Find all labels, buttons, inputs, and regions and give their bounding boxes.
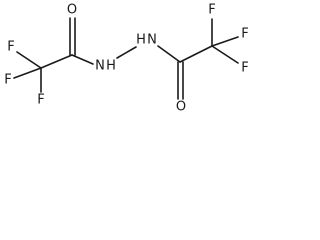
bond-c-c-right: [179, 45, 213, 63]
bond-cf-right-middle: [211, 36, 239, 47]
bond-c-c-left: [40, 54, 73, 69]
bond-cf-right-bottom: [211, 45, 239, 64]
bonds: [13, 17, 239, 100]
atom-n-left: N: [95, 59, 105, 74]
atom-f-left-middle: F: [4, 73, 11, 88]
bond-n-n: [116, 46, 137, 59]
atom-o-right: O: [176, 100, 186, 115]
atom-f-right-middle: F: [241, 27, 248, 42]
atom-f-right-bottom: F: [241, 61, 248, 76]
atom-o-left: O: [67, 3, 77, 18]
atom-f-left-bottom: F: [37, 93, 44, 108]
atom-n-right: N: [147, 33, 157, 48]
atom-f-right-top: F: [208, 3, 215, 18]
atom-f-left-top: F: [7, 40, 14, 55]
bond-cf-left-middle: [13, 67, 42, 79]
bond-cn-left: [71, 54, 94, 65]
bond-cf-left-top: [16, 51, 42, 69]
chemical-structure: F F F O N H H N O F F F: [4, 3, 248, 115]
atom-labels: F F F O N H H N O F F F: [4, 3, 248, 115]
atom-h-left: H: [106, 59, 116, 74]
atom-h-right: H: [136, 33, 146, 48]
bond-nc-right: [157, 45, 181, 63]
